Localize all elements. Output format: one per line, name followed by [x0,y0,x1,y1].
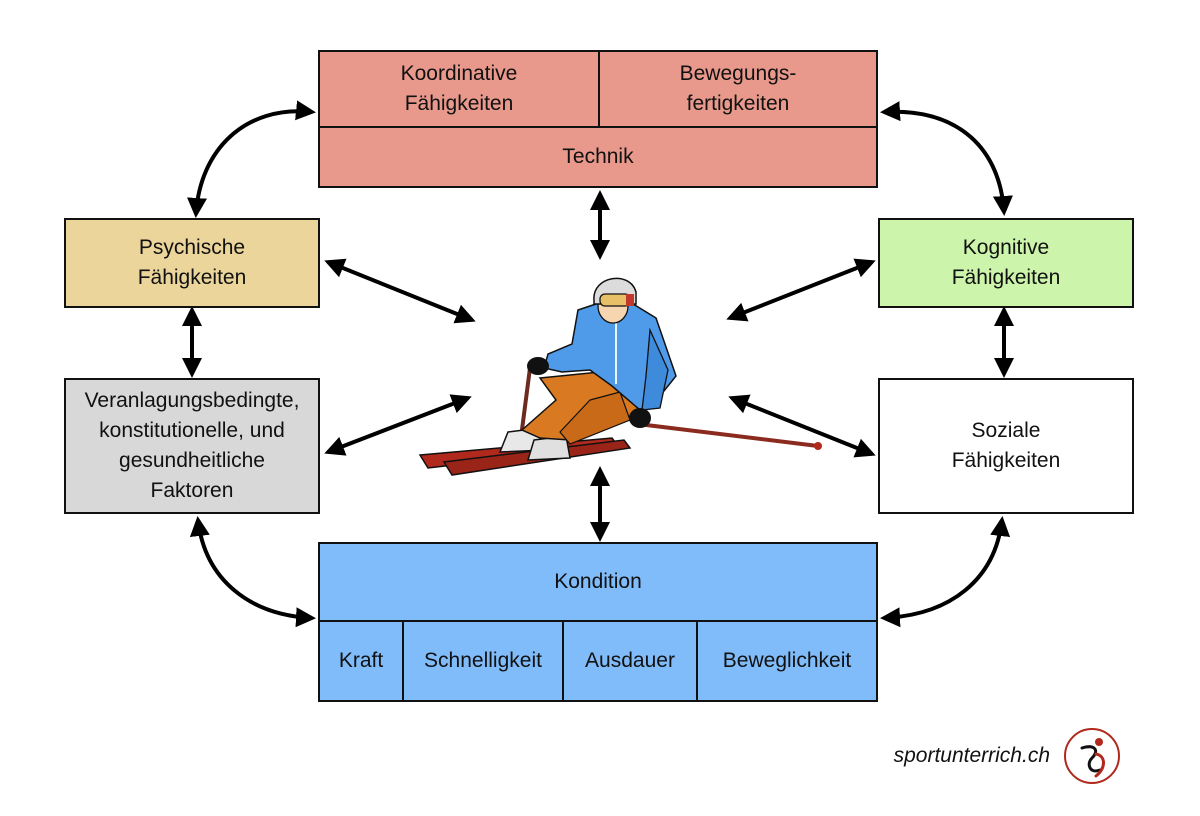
technik-group: Koordinative Fähigkeiten Bewegungs- fert… [318,50,878,188]
soziale-faehigkeiten: Soziale Fähigkeiten [878,378,1134,514]
arrow-soziale-center [728,394,876,458]
veranlagungsbedingte-faktoren: Veranlagungsbedingte, konstitutionelle, … [64,378,320,514]
kondition-item-kraft: Kraft [320,622,404,700]
kondition-item-ausdauer: Ausdauer [564,622,698,700]
arrow-veranlagung-center [324,394,472,456]
koordinative-faehigkeiten: Koordinative Fähigkeiten [320,52,600,128]
technik-label: Technik [562,145,634,168]
arrow-kognitive-center [726,258,876,322]
arrow-soziale-kondition [880,516,1011,628]
arrow-technik-kognitive [880,101,1013,216]
arrow-technik-psychische [187,100,316,218]
kondition-group: Kondition Kraft Schnelligkeit Ausdauer B… [318,542,878,702]
brand-text: sportunterrich.ch [893,744,1050,767]
kognitive-faehigkeiten: Kognitive Fähigkeiten [878,218,1134,308]
arrow-psychische-center [324,258,476,324]
psychische-faehigkeiten: Psychische Fähigkeiten [64,218,320,308]
kondition-item-schnelligkeit: Schnelligkeit [404,622,564,700]
arrow-veranlagung-kondition [189,516,316,628]
kondition-item-beweglichkeit: Beweglichkeit [722,649,852,672]
kondition-label: Kondition [320,544,876,622]
bewegungsfertigkeiten: Bewegungs- fertigkeiten [600,52,876,128]
